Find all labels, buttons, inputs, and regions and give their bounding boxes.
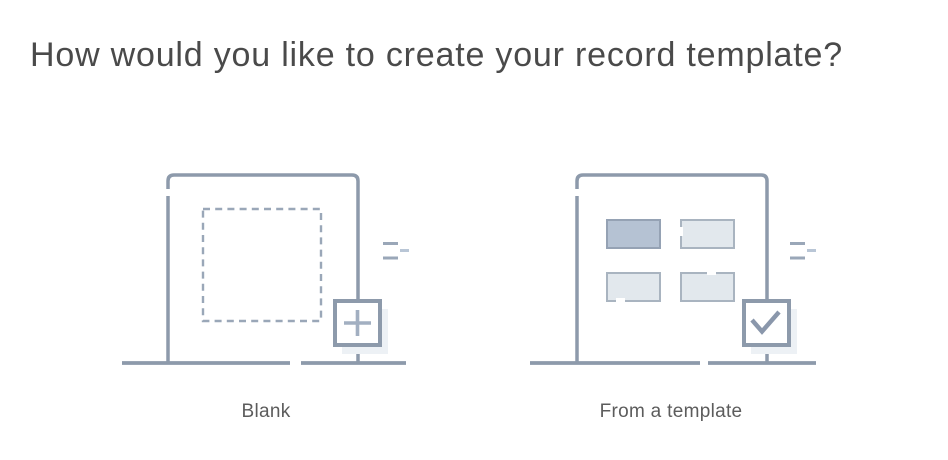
option-blank-label: Blank bbox=[241, 401, 291, 422]
blank-illustration bbox=[122, 173, 409, 365]
speed-lines bbox=[790, 242, 816, 260]
record-card-outline bbox=[575, 173, 769, 363]
option-from-template[interactable]: From a template bbox=[515, 150, 827, 423]
field-rects bbox=[606, 219, 735, 303]
plus-icon bbox=[333, 299, 388, 354]
option-blank[interactable]: Blank bbox=[110, 150, 422, 423]
option-from-template-label: From a template bbox=[599, 401, 743, 422]
record-card-outline bbox=[166, 173, 360, 363]
page-title: How would you like to create your record… bbox=[30, 36, 843, 74]
check-icon bbox=[742, 299, 797, 354]
speed-lines bbox=[383, 242, 409, 260]
dashed-placeholder bbox=[201, 207, 323, 323]
template-illustration bbox=[530, 173, 816, 365]
